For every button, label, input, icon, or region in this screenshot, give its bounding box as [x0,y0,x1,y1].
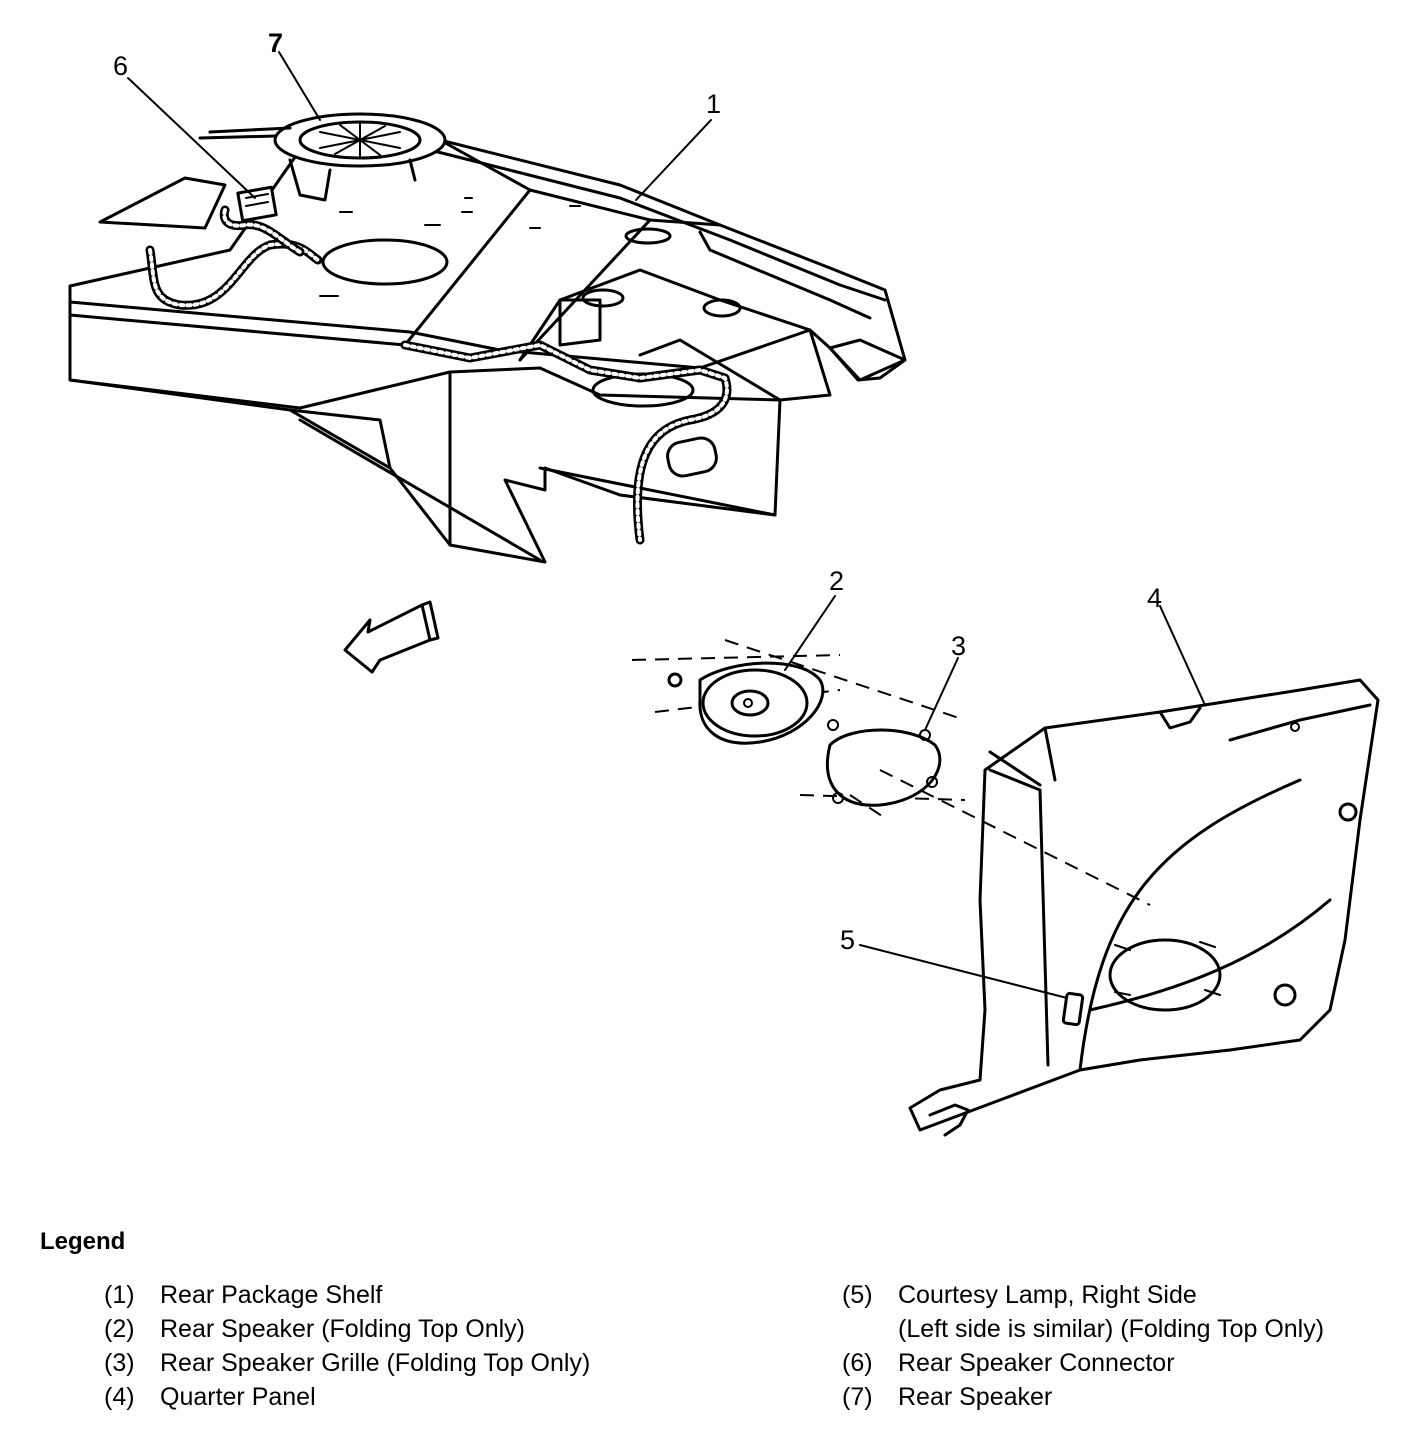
legend-number: (4) [104,1383,135,1411]
legend-text: Courtesy Lamp, Right Side (Left side is … [898,1278,1324,1346]
legend-line: Rear Speaker Grille (Folding Top Only) [160,1349,591,1377]
legend-text: Rear Speaker (Folding Top Only) [160,1312,525,1346]
legend-line: (Left side is similar) (Folding Top Only… [898,1315,1325,1343]
courtesy-lamp [1061,991,1085,1027]
legend-text: Rear Package Shelf [160,1278,382,1312]
legend-line: Rear Speaker (Folding Top Only) [160,1315,525,1343]
wiring-harness [145,205,732,545]
rear-speaker-grille [825,719,942,819]
callout-5: 5 [840,925,855,955]
legend-item-1: (1) Rear Package Shelf [104,1278,590,1312]
callout-2: 2 [829,566,844,596]
legend-number: (5) [842,1281,873,1309]
legend-line: Rear Speaker [898,1383,1053,1411]
legend-item-7: (7) Rear Speaker [842,1380,1324,1414]
legend-text: Rear Speaker Connector [898,1346,1175,1380]
rear-speaker-connector [236,185,278,223]
legend-line: Rear Package Shelf [160,1281,383,1309]
legend-text: Quarter Panel [160,1380,316,1414]
rear-speaker-on-shelf [198,112,447,202]
callout-6: 6 [113,51,128,81]
legend-number: (1) [104,1281,135,1309]
legend-item-3: (3) Rear Speaker Grille (Folding Top Onl… [104,1346,590,1380]
callout-1: 1 [706,89,721,119]
legend-column-left: (1) Rear Package Shelf (2) Rear Speaker … [104,1278,590,1414]
legend-line: Rear Speaker Connector [898,1349,1175,1377]
legend-item-4: (4) Quarter Panel [104,1380,590,1414]
callout-labels: 1 2 3 4 5 6 7 [113,28,1162,955]
legend-title: Legend [40,1228,126,1255]
legend-item-2: (2) Rear Speaker (Folding Top Only) [104,1312,590,1346]
callout-4: 4 [1147,583,1162,613]
legend-item-5: (5) Courtesy Lamp, Right Side (Left side… [842,1278,1324,1346]
leader-lines [127,51,1206,999]
legend-line: Courtesy Lamp, Right Side [898,1281,1197,1309]
legend-number: (2) [104,1315,135,1343]
forward-direction-arrow-icon [343,600,440,674]
legend-number: (6) [842,1349,873,1377]
callout-3: 3 [951,631,966,661]
legend-text: Rear Speaker Grille (Folding Top Only) [160,1346,590,1380]
exploded-view-diagram: 1 2 3 4 5 6 7 [68,28,1380,1137]
legend-number: (7) [842,1383,873,1411]
legend-column-right: (5) Courtesy Lamp, Right Side (Left side… [842,1278,1324,1414]
legend-number: (3) [104,1349,135,1377]
legend-item-6: (6) Rear Speaker Connector [842,1346,1324,1380]
quarter-panel [879,678,1380,1137]
legend-line: Quarter Panel [160,1383,316,1411]
callout-7: 7 [268,28,283,58]
legend-text: Rear Speaker [898,1380,1052,1414]
